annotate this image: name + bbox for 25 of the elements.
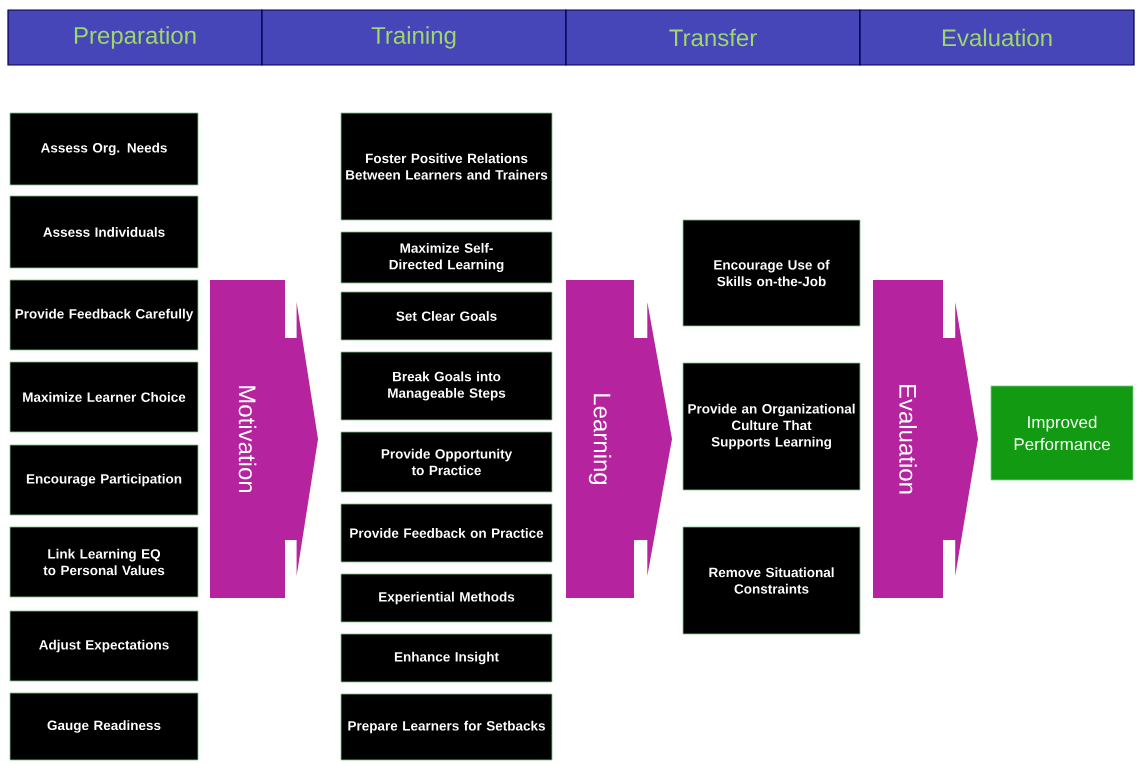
step-box: Enhance Insight xyxy=(340,633,553,683)
step-box: Encourage Use of Skills on-the-Job xyxy=(682,219,861,327)
step-box: Encourage Participation xyxy=(9,444,199,516)
step-box: Adjust Expectations xyxy=(9,610,199,682)
step-box: Break Goals into Manageable Steps xyxy=(340,351,553,421)
step-box: Provide Opportunity to Practice xyxy=(340,431,553,493)
outcome-box: Improved Performance xyxy=(990,385,1134,481)
step-box: Assess Individuals xyxy=(9,195,199,269)
step-box: Set Clear Goals xyxy=(340,291,553,341)
step-box: Remove Situational Constraints xyxy=(682,526,861,635)
step-box: Foster Positive Relations Between Learners and Trainers xyxy=(340,112,553,221)
step-box: Gauge Readiness xyxy=(9,692,199,761)
step-box: Experiential Methods xyxy=(340,573,553,623)
step-box: Maximize Self-Directed Learning xyxy=(340,231,553,284)
step-box: Assess Org. Needs xyxy=(9,112,199,186)
step-box: Maximize Learner Choice xyxy=(9,361,199,433)
step-box: Provide Feedback on Practice xyxy=(340,503,553,563)
step-box: Link Learning EQ to Personal Values xyxy=(9,526,199,598)
header-cell: Transfer xyxy=(565,9,861,66)
header-cell: Training xyxy=(261,9,567,66)
step-box: Provide Feedback Carefully xyxy=(9,279,199,351)
header-cell: Preparation xyxy=(7,9,263,66)
step-box: Provide an Organizational Culture That Supports Learning xyxy=(682,362,861,491)
step-box: Prepare Learners for Setbacks xyxy=(340,693,553,761)
header-cell: Evaluation xyxy=(859,9,1135,66)
